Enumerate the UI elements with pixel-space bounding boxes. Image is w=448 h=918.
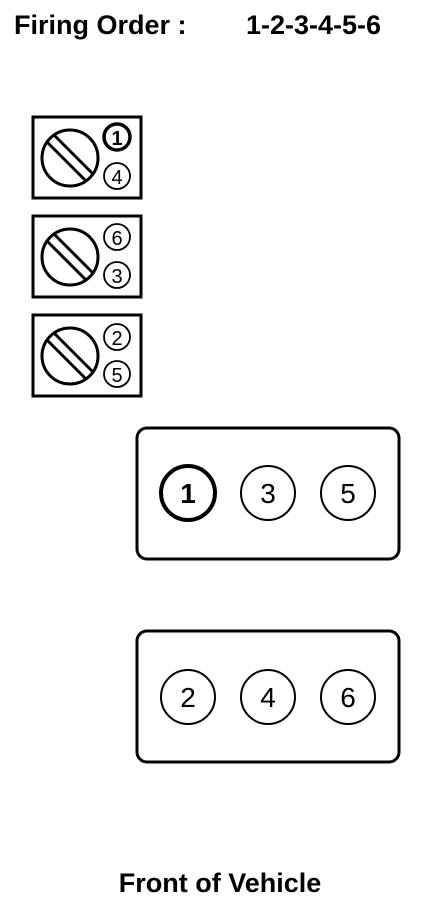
cylinder-4-label: 4 [260, 682, 276, 713]
cylinder-5-label: 5 [340, 478, 356, 509]
front-of-vehicle-label: Front of Vehicle [118, 868, 322, 898]
cylinder-1-label: 1 [180, 478, 196, 509]
coil-terminal-bottom [103, 360, 131, 388]
coil-terminal-top [103, 323, 131, 351]
coil-terminal-top-label: 2 [111, 328, 122, 350]
cylinder-6-label: 6 [340, 682, 356, 713]
coil-tower-icon [40, 326, 100, 386]
cylinder-bank-odd: 1 3 5 [135, 426, 401, 561]
coil-terminal-bottom-label: 4 [111, 167, 122, 189]
coil-terminal-bottom [103, 162, 131, 190]
coil-terminal-bottom-label: 3 [111, 266, 122, 288]
coil-tower-icon [40, 227, 100, 287]
coil-terminal-top-label: 1 [111, 128, 122, 150]
coil-terminal-top [103, 223, 131, 251]
cylinder-6 [320, 669, 376, 725]
coil-terminal-bottom-label: 5 [111, 365, 122, 387]
coil-pack-3: 2 5 [31, 313, 143, 398]
coil-tower-icon [40, 128, 100, 188]
coil-terminal-bottom [103, 261, 131, 289]
coil-pack-1: 1 4 [31, 115, 143, 200]
coil-pack-2: 6 3 [31, 214, 143, 299]
firing-order-value: 1-2-3-4-5-6 [246, 10, 382, 40]
cylinder-3-label: 3 [260, 478, 276, 509]
coil-terminal-top [102, 122, 132, 152]
cylinder-2 [160, 669, 216, 725]
cylinder-1 [159, 464, 217, 522]
coil-terminal-top-label: 6 [111, 228, 122, 250]
cylinder-5 [320, 465, 376, 521]
cylinder-3 [240, 465, 296, 521]
cylinder-2-label: 2 [180, 682, 196, 713]
firing-order-header: Firing Order : 1-2-3-4-5-6 [14, 10, 434, 46]
firing-order-label: Firing Order : [14, 10, 187, 40]
cylinder-4 [240, 669, 296, 725]
cylinder-bank-even: 2 4 6 [135, 629, 401, 764]
